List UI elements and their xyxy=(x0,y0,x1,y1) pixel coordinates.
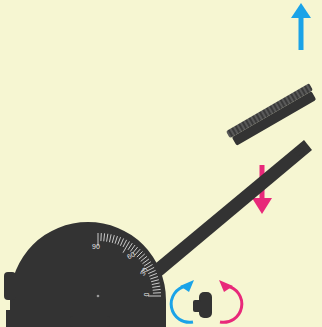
scale-tick xyxy=(153,289,161,291)
scale-tick xyxy=(153,292,161,293)
scale-tick xyxy=(148,270,155,273)
scale-ticks xyxy=(98,233,161,296)
scale-tick xyxy=(151,280,159,282)
scale-tick xyxy=(149,273,156,276)
scale-number: 60 xyxy=(126,251,136,261)
scale-tick xyxy=(150,277,158,279)
scale-tick xyxy=(123,240,127,247)
scale-tick xyxy=(144,262,151,266)
scale-tick xyxy=(107,234,108,242)
scale-number: 90 xyxy=(92,243,100,250)
knurled-disc xyxy=(226,83,318,147)
scale-tick xyxy=(152,283,160,285)
scale-number: 0 xyxy=(143,293,150,297)
up-arrow xyxy=(291,3,311,50)
arm xyxy=(150,140,312,279)
rotate-arrows xyxy=(171,280,242,322)
scale-tick xyxy=(152,286,160,287)
scale-tick xyxy=(128,243,132,250)
knob xyxy=(193,292,212,318)
scale-tick xyxy=(115,236,117,244)
scale-number: 30 xyxy=(139,266,149,276)
scale-tick xyxy=(112,235,114,243)
scale-tick xyxy=(120,238,123,245)
scale-tick xyxy=(123,241,130,252)
scale-tick xyxy=(103,233,105,241)
dial-body xyxy=(4,222,166,327)
scale-tick xyxy=(100,233,101,241)
scale-tick xyxy=(118,237,121,244)
scale-tick xyxy=(109,234,111,242)
